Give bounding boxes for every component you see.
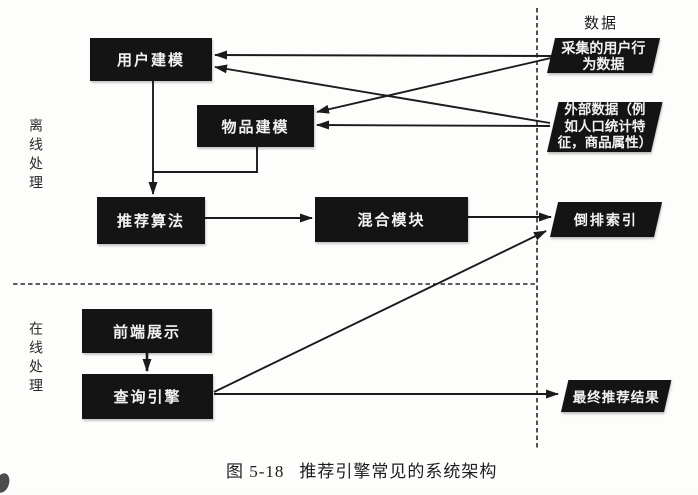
node-query-engine: 查询引擎 (82, 374, 213, 419)
node-item-modeling-label: 物品建模 (221, 118, 290, 136)
node-final-recommendation: 最终推荐结果 (561, 380, 672, 412)
node-final-recommendation-label: 最终推荐结果 (572, 390, 660, 405)
figure-caption: 图 5-18 推荐引擎常见的系统架构 (226, 457, 497, 482)
arrow-collected-data-to-item-modeling (316, 57, 552, 114)
node-user-modeling: 用户建模 (90, 38, 212, 81)
node-inverted-index-label: 倒排索引 (574, 211, 639, 228)
node-collected-behavior-data-label: 采集的用户行 为数据 (561, 39, 646, 72)
node-rec-algorithm-label: 推荐算法 (116, 213, 185, 230)
node-inverted-index: 倒排索引 (550, 202, 663, 237)
node-item-modeling: 物品建模 (197, 105, 314, 147)
node-external-data: 外部数据（例 如人口统计特 征，商品属性） (547, 102, 663, 152)
node-collected-behavior-data: 采集的用户行 为数据 (547, 38, 661, 73)
online-processing-label: 在线处理 (27, 321, 42, 397)
node-external-data-label: 外部数据（例 如人口统计特 征，商品属性） (557, 102, 653, 151)
figure-caption-number: 图 5-18 (226, 462, 285, 481)
node-frontend-display: 前端展示 (82, 309, 212, 353)
arrow-external-data-to-item-modeling (316, 120, 551, 130)
node-user-modeling-label: 用户建模 (116, 52, 185, 69)
node-rec-algorithm: 推荐算法 (97, 197, 205, 244)
elbow-item-modeling-to-rec-algorithm (153, 147, 258, 173)
figure-caption-title: 推荐引擎常见的系统架构 (299, 462, 498, 481)
arrow-external-data-to-user-modeling (214, 64, 551, 124)
offline-processing-label: 离线处理 (27, 118, 42, 194)
arrow-query-engine-to-inverted-index (213, 230, 547, 393)
node-frontend-display-label: 前端展示 (112, 323, 181, 341)
node-query-engine-label: 查询引擎 (113, 389, 182, 406)
node-hybrid-module-label: 混合模块 (357, 212, 426, 229)
arrow-collected-data-to-user-modeling (214, 50, 552, 60)
data-column-label: 数据 (584, 16, 619, 32)
node-hybrid-module: 混合模块 (315, 197, 468, 242)
